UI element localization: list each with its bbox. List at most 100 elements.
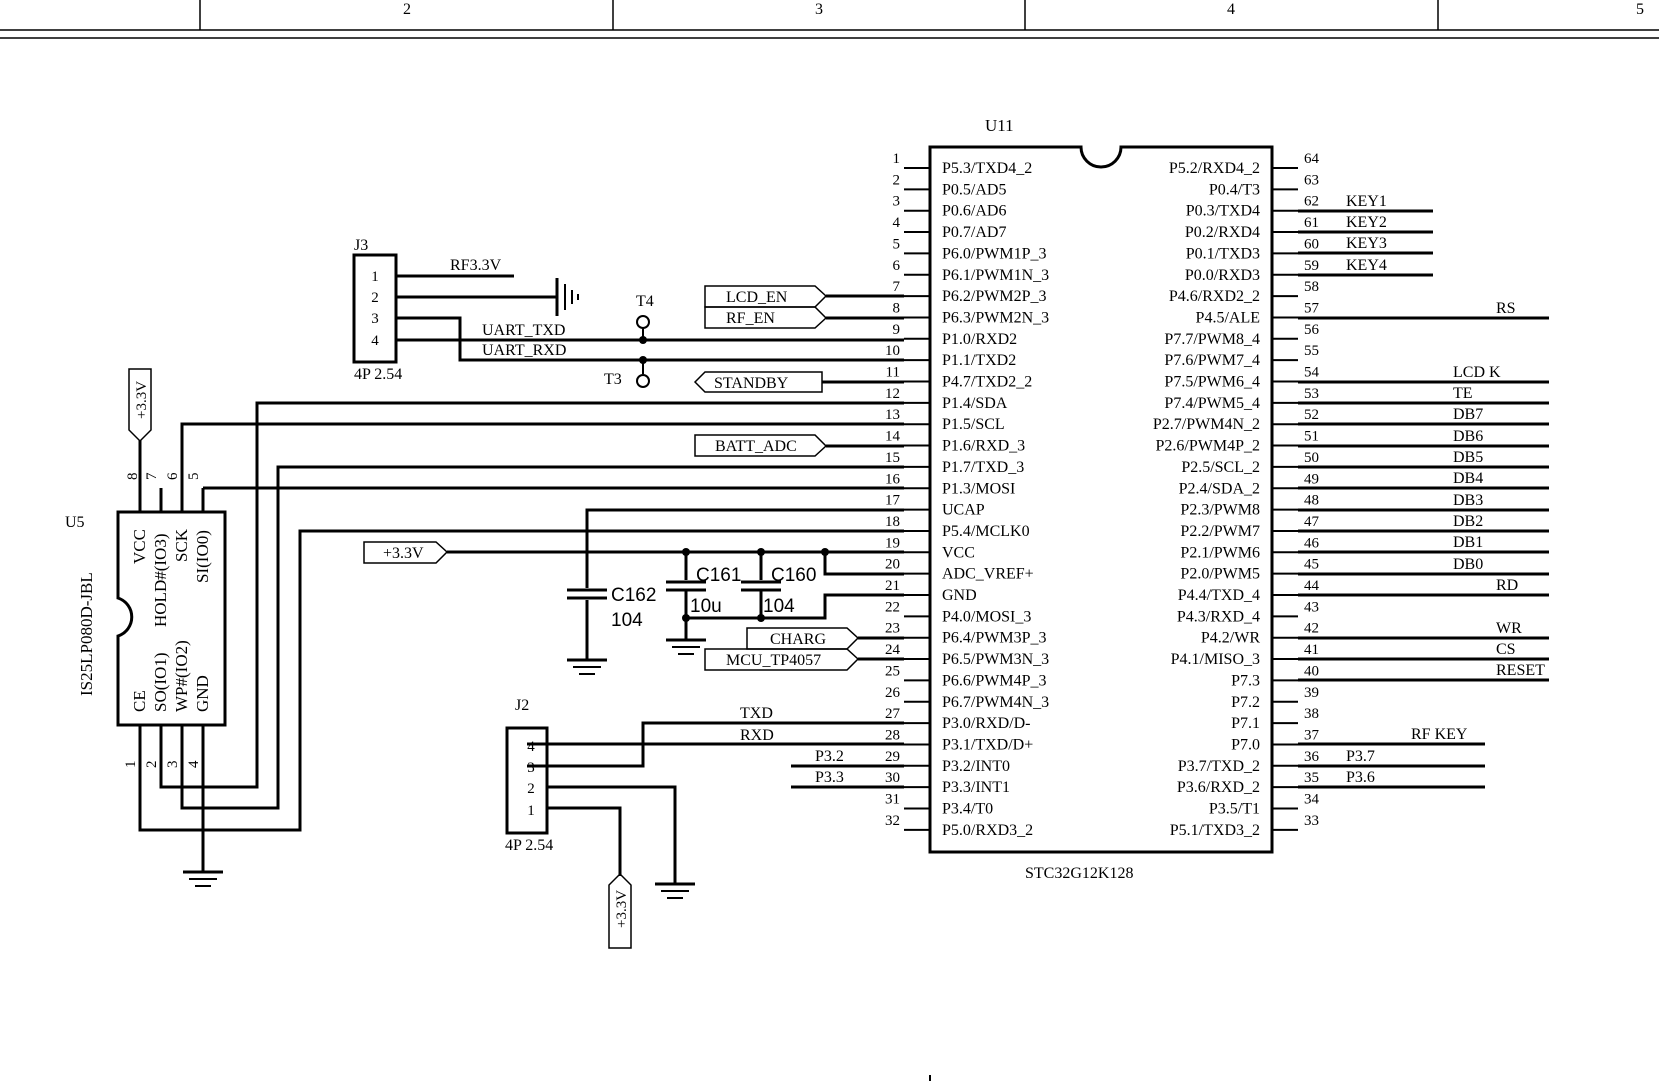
pin-number: 51 xyxy=(1304,429,1319,445)
pin-number: 18 xyxy=(885,514,900,530)
pin-name: P3.7/TXD_2 xyxy=(1178,758,1260,775)
pin-name: P0.4/T3 xyxy=(1209,181,1260,198)
net-label-te: TE xyxy=(1453,385,1473,402)
j3-connector: J3 4P 2.54 1 2 3 4 RF3.3V UART_TXD UART_… xyxy=(352,237,904,388)
pin-name: P4.5/ALE xyxy=(1196,309,1260,326)
power-decoupling: C162 104 C161 10u C160 104 xyxy=(567,508,904,675)
pin-number: 34 xyxy=(1304,792,1320,808)
pin-name: P7.3 xyxy=(1231,672,1260,689)
cap-value-c161: 10u xyxy=(690,596,722,617)
u5-pin-number: 7 xyxy=(144,472,160,480)
pin-number: 61 xyxy=(1304,215,1319,231)
u5-pin-number: 1 xyxy=(123,761,139,769)
pin-name: P6.2/PWM2P_3 xyxy=(942,288,1046,305)
pin-name: P5.0/RXD3_2 xyxy=(942,822,1033,839)
pin-name: P2.6/PWM4P_2 xyxy=(1156,438,1260,455)
net-label-wr: WR xyxy=(1496,620,1522,637)
pin-number: 24 xyxy=(885,642,901,658)
ground-icon xyxy=(567,658,607,675)
net-label-key4: KEY4 xyxy=(1346,257,1387,274)
port-vcc: +3.3V xyxy=(383,545,424,562)
pin-name: P4.1/MISO_3 xyxy=(1171,651,1260,668)
net-label-db3: DB3 xyxy=(1453,492,1483,509)
net-label-lcd-k: LCD K xyxy=(1453,364,1501,381)
pin-name: P4.3/RXD_4 xyxy=(1177,608,1260,625)
net-label-key2: KEY2 xyxy=(1346,214,1387,231)
u5-pin-name: WP#(IO2) xyxy=(172,640,191,712)
pin-number: 1 xyxy=(893,151,901,167)
u5-pin-name: SCK xyxy=(172,528,191,562)
net-label-rf-key: RF KEY xyxy=(1411,726,1468,743)
pin-name: P1.1/TXD2 xyxy=(942,352,1016,369)
pin-number: 43 xyxy=(1304,599,1319,615)
j2-pin-number: 1 xyxy=(527,803,535,819)
pin-name: P7.5/PWM6_4 xyxy=(1164,374,1260,391)
port-charg: CHARG xyxy=(770,631,826,648)
test-point-label: T3 xyxy=(604,371,622,388)
u11-pin-7: 7P6.2/PWM2P_3 xyxy=(893,279,1047,305)
net-label-reset: RESET xyxy=(1496,662,1545,679)
pin-name: P2.5/SCL_2 xyxy=(1181,459,1260,476)
pin-number: 30 xyxy=(885,770,900,786)
pin-name: P0.0/RXD3 xyxy=(1185,267,1260,284)
pin-number: 49 xyxy=(1304,471,1319,487)
u11-pin-2: 2P0.5/AD5 xyxy=(893,172,1007,198)
port-mcu-tp4057: MCU_TP4057 xyxy=(726,652,821,669)
pin-number: 8 xyxy=(893,300,901,316)
pin-number: 59 xyxy=(1304,258,1319,274)
port-rf-en: RF_EN xyxy=(726,310,775,327)
pin-name: P0.7/AD7 xyxy=(942,224,1006,241)
u5-pin-name: GND xyxy=(193,675,212,712)
j2-pin-number: 2 xyxy=(527,781,535,797)
pin-number: 16 xyxy=(885,471,901,487)
power-port-3v3 xyxy=(608,872,632,949)
pin-name: P1.6/RXD_3 xyxy=(942,438,1025,455)
pin-name: P1.0/RXD2 xyxy=(942,331,1017,348)
pin-number: 15 xyxy=(885,450,900,466)
power-label-u5-vcc: +3.3V xyxy=(134,381,150,419)
pin-name: P4.2/WR xyxy=(1201,630,1260,647)
pin-number: 56 xyxy=(1304,322,1320,338)
j3-pin-number: 1 xyxy=(371,269,379,285)
pin-name: P6.0/PWM1P_3 xyxy=(942,245,1046,262)
pin-name: P0.5/AD5 xyxy=(942,181,1006,198)
pin-name: P6.5/PWM3N_3 xyxy=(942,651,1049,668)
j3-pin-number: 2 xyxy=(371,290,379,306)
pin-name: P7.6/PWM7_4 xyxy=(1164,352,1260,369)
pin-name: P3.6/RXD_2 xyxy=(1177,779,1260,796)
pin-number: 5 xyxy=(893,236,901,252)
u11-pin-9: 9P1.0/RXD2 xyxy=(893,322,1018,348)
pin-name: P7.4/PWM5_4 xyxy=(1164,395,1260,412)
u5-pin-name: HOLD#(IO3) xyxy=(151,534,170,627)
j2-ref: J2 xyxy=(515,697,529,714)
net-label-db5: DB5 xyxy=(1453,449,1483,466)
power-label-j2-vcc: +3.3V xyxy=(614,890,630,928)
pin-number: 64 xyxy=(1304,151,1320,167)
port-standby: STANDBY xyxy=(714,375,789,392)
pin-number: 11 xyxy=(886,365,900,381)
u5-pin-number: 3 xyxy=(165,761,181,769)
pin-number: 42 xyxy=(1304,621,1319,637)
pin-name: P1.3/MOSI xyxy=(942,480,1015,497)
pin-name: P6.3/PWM2N_3 xyxy=(942,309,1049,326)
pin-number: 40 xyxy=(1304,663,1319,679)
